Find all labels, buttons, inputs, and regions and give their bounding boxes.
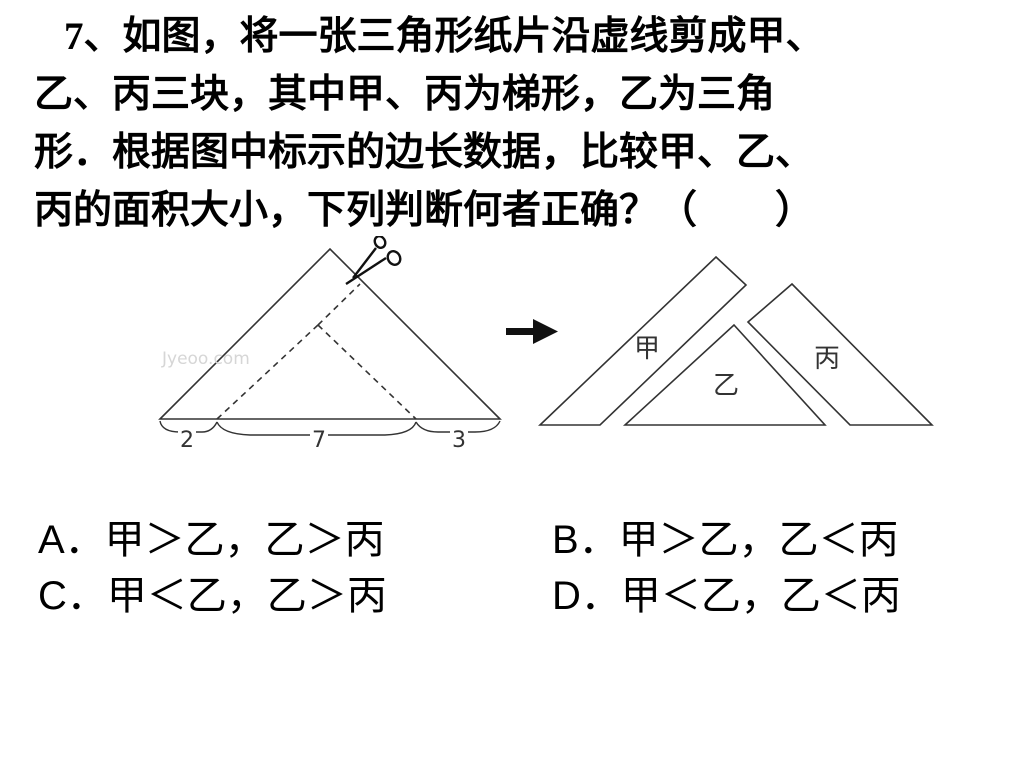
option-d-letter: D	[552, 574, 581, 618]
option-b-letter: B	[552, 518, 579, 562]
scissors-icon	[345, 235, 402, 286]
question-line-4: 丙的面积大小，下列判断何者正确？（ ）	[34, 188, 815, 233]
label-bing: 丙	[814, 344, 840, 374]
dashed-cut-line-left	[216, 324, 319, 420]
option-c-letter: C	[38, 574, 67, 618]
right-arrow-icon	[506, 319, 558, 344]
option-a-letter: A	[38, 518, 65, 562]
dashed-cut-line-right	[317, 324, 417, 420]
option-d-text: ．甲＜乙，乙＜丙	[580, 573, 901, 619]
question-number: 7	[64, 15, 84, 58]
option-a[interactable]: A．甲＞乙，乙＞丙	[38, 512, 385, 568]
option-a-text: ．甲＞乙，乙＞丙	[64, 517, 385, 563]
piece-yi	[622, 323, 827, 426]
label-jia: 甲	[634, 334, 660, 364]
original-triangle	[158, 247, 502, 420]
dashed-cut-line-top	[317, 283, 361, 326]
question-line-2: 乙、丙三块，其中甲、丙为梯形，乙为三角	[34, 72, 776, 117]
question-text: 7、如图，将一张三角形纸片沿虚线剪成甲、 乙、丙三块，其中甲、丙为梯形，乙为三角…	[34, 8, 994, 240]
base-label-3: 3	[452, 428, 466, 453]
base-label-7: 7	[312, 428, 326, 453]
label-yi: 乙	[713, 371, 739, 401]
option-b[interactable]: B．甲＞乙，乙＜丙	[552, 512, 899, 568]
piece-jia	[538, 255, 748, 426]
option-b-text: ．甲＞乙，乙＜丙	[578, 517, 899, 563]
watermark: Jyeoo.com	[161, 349, 250, 369]
option-c[interactable]: C．甲＜乙，乙＞丙	[38, 568, 387, 624]
triangle-figure: Jyeoo.com 2 7 3 甲 乙 丙	[150, 235, 950, 460]
base-label-2: 2	[180, 428, 194, 453]
option-c-text: ．甲＜乙，乙＞丙	[66, 573, 387, 619]
figure-svg: Jyeoo.com 2 7 3 甲 乙 丙	[158, 235, 934, 453]
question-line-3: 形．根据图中标示的边长数据，比较甲、乙、	[34, 130, 815, 175]
option-d[interactable]: D．甲＜乙，乙＜丙	[552, 568, 901, 624]
piece-bing	[746, 282, 934, 426]
question-line-1: 7、如图，将一张三角形纸片沿虚线剪成甲、	[64, 14, 825, 59]
